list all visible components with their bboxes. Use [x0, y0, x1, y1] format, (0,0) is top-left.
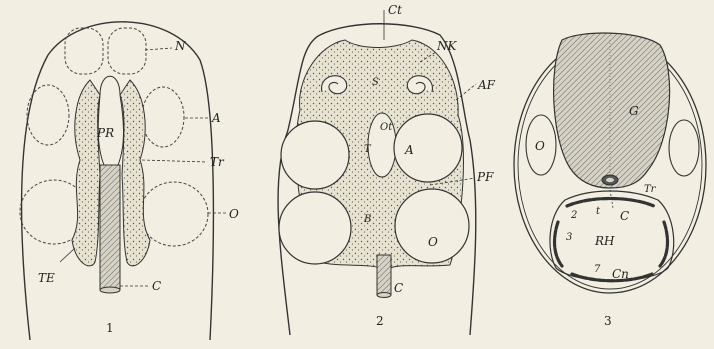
fig2-label-C: C — [394, 281, 403, 295]
fig1-label-A: A — [211, 111, 221, 125]
figure-1: N A PR Tr O TE C 1 — [20, 22, 239, 340]
fig3-number: 3 — [604, 314, 612, 328]
fig2-label-PF: PF — [476, 170, 494, 184]
fig1-label-Tr: Tr — [210, 155, 225, 169]
fig2-label-A: A — [404, 143, 414, 157]
fig3-label-2: 2 — [570, 210, 577, 221]
fig2-orbit-left — [279, 192, 351, 264]
fig1-number: 1 — [106, 321, 114, 335]
fig2-label-O: O — [428, 235, 438, 249]
fig1-auditory-right — [142, 87, 184, 147]
figure-2: Ct NK AF S Ot T A PF B O C 2 — [278, 3, 496, 335]
fig1-label-C: C — [152, 279, 161, 293]
fig1-orbit-right — [140, 182, 208, 246]
fig3-label-t: t — [596, 206, 601, 217]
fig3-label-C: C — [620, 209, 629, 223]
fig1-label-N: N — [174, 39, 186, 53]
fig3-label-3: 3 — [566, 232, 572, 243]
fig3-orbit-right — [669, 120, 699, 176]
fig2-label-Ct: Ct — [388, 3, 402, 17]
fig3-label-7: 7 — [594, 264, 601, 275]
fig3-label-Tr: Tr — [644, 184, 657, 195]
fig3-label-O: O — [535, 139, 545, 153]
fig2-label-Ot: Ot — [380, 122, 393, 133]
fig2-notochord — [377, 255, 391, 295]
fig2-auditory-left — [281, 121, 349, 189]
fig3-label-G: G — [629, 104, 639, 118]
fig2-orbit-right — [395, 189, 469, 263]
fig3-label-Cn: Cn — [612, 267, 629, 281]
fig2-number: 2 — [376, 314, 384, 328]
fig1-label-TE: TE — [38, 271, 55, 285]
fig3-label-RH: RH — [594, 234, 615, 248]
figure-3: G O Tr C t RH 2 3 7 Cn 3 — [514, 33, 706, 328]
fig1-pituitary-space — [98, 76, 123, 165]
fig3-brain — [554, 33, 670, 188]
fig1-label-PR: PR — [96, 126, 114, 140]
fig1-notochord — [100, 165, 120, 290]
fig1-auditory-left — [27, 85, 69, 145]
fig2-label-B: B — [363, 214, 371, 225]
fig2-label-S: S — [372, 77, 379, 88]
fig2-label-NK: NK — [436, 39, 458, 53]
fig2-label-AF: AF — [477, 78, 496, 92]
fig1-capsule-right — [108, 28, 146, 74]
fig1-label-O: O — [229, 207, 239, 221]
